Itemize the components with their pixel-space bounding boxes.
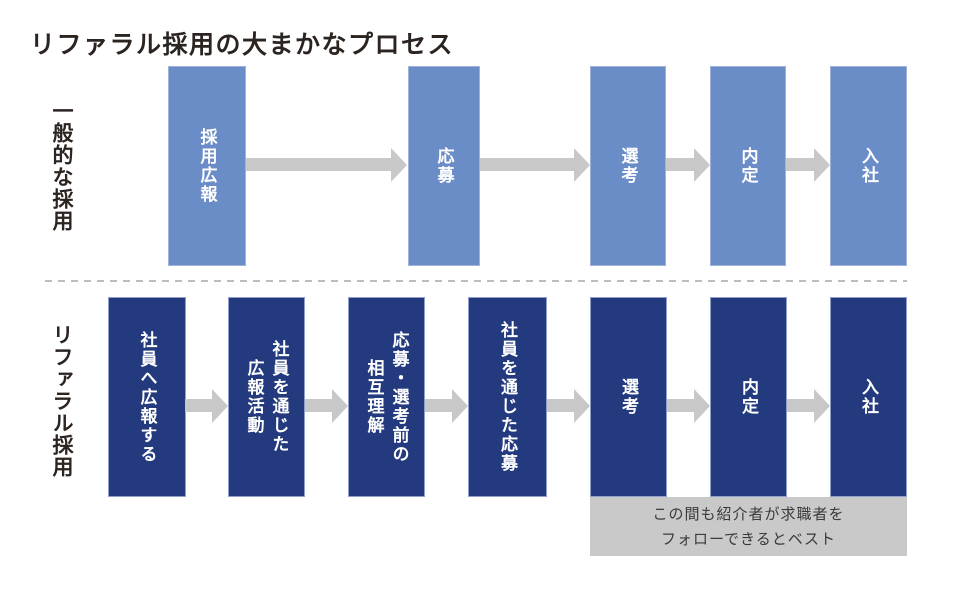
arrow-right-icon [480,148,590,182]
arrow-right-icon [246,148,407,182]
step-box-referral-4: 社員を通じた応募 [468,297,547,497]
arrow-right-icon [786,148,830,182]
step-box-general-5: 入社 [830,66,907,266]
follow-note-band: この間も紹介者が求職者を フォローできるとベスト [590,497,907,556]
step-label: 選考 [618,147,638,185]
step-box-general-2: 応募 [408,66,480,266]
row-label-general: 一般的な採用 [50,100,73,232]
step-box-referral-6: 内定 [710,297,787,497]
step-label: 入社 [859,147,878,185]
arrow-right-icon [425,389,468,423]
step-box-general-1: 採用広報 [168,66,246,266]
step-label: 採用広報 [197,128,217,204]
row-divider-dashed-line [45,280,907,282]
page-title: リファラル採用の大まかなプロセス [30,31,455,59]
step-label: 社員を通じた応募 [498,321,517,473]
follow-note-text: この間も紹介者が求職者を フォローできるとベスト [652,505,845,548]
step-box-referral-2: 社員を通じた 広報活動 [228,297,305,497]
step-label: 応募 [434,147,454,185]
arrow-right-icon [305,389,348,423]
step-box-general-3: 選考 [590,66,666,266]
arrow-right-icon [667,389,710,423]
step-label: 社員へ広報する [137,330,157,464]
arrow-right-icon [666,148,710,182]
arrow-right-icon [787,389,830,423]
step-label: 応募・選考前の 相互理解 [364,330,409,464]
step-label: 社員を通じた 広報活動 [244,340,289,454]
arrow-right-icon [185,389,228,423]
step-label: 入社 [859,378,878,416]
step-label: 選考 [619,378,638,416]
step-box-referral-7: 入社 [830,297,907,497]
step-label: 内定 [738,147,758,185]
step-label: 内定 [739,378,758,416]
step-box-general-4: 内定 [710,66,786,266]
row-label-referral: リファラル採用 [50,324,73,478]
step-box-referral-1: 社員へ広報する [108,297,186,497]
step-box-referral-3: 応募・選考前の 相互理解 [348,297,425,497]
step-box-referral-5: 選考 [590,297,667,497]
arrow-right-icon [547,389,590,423]
